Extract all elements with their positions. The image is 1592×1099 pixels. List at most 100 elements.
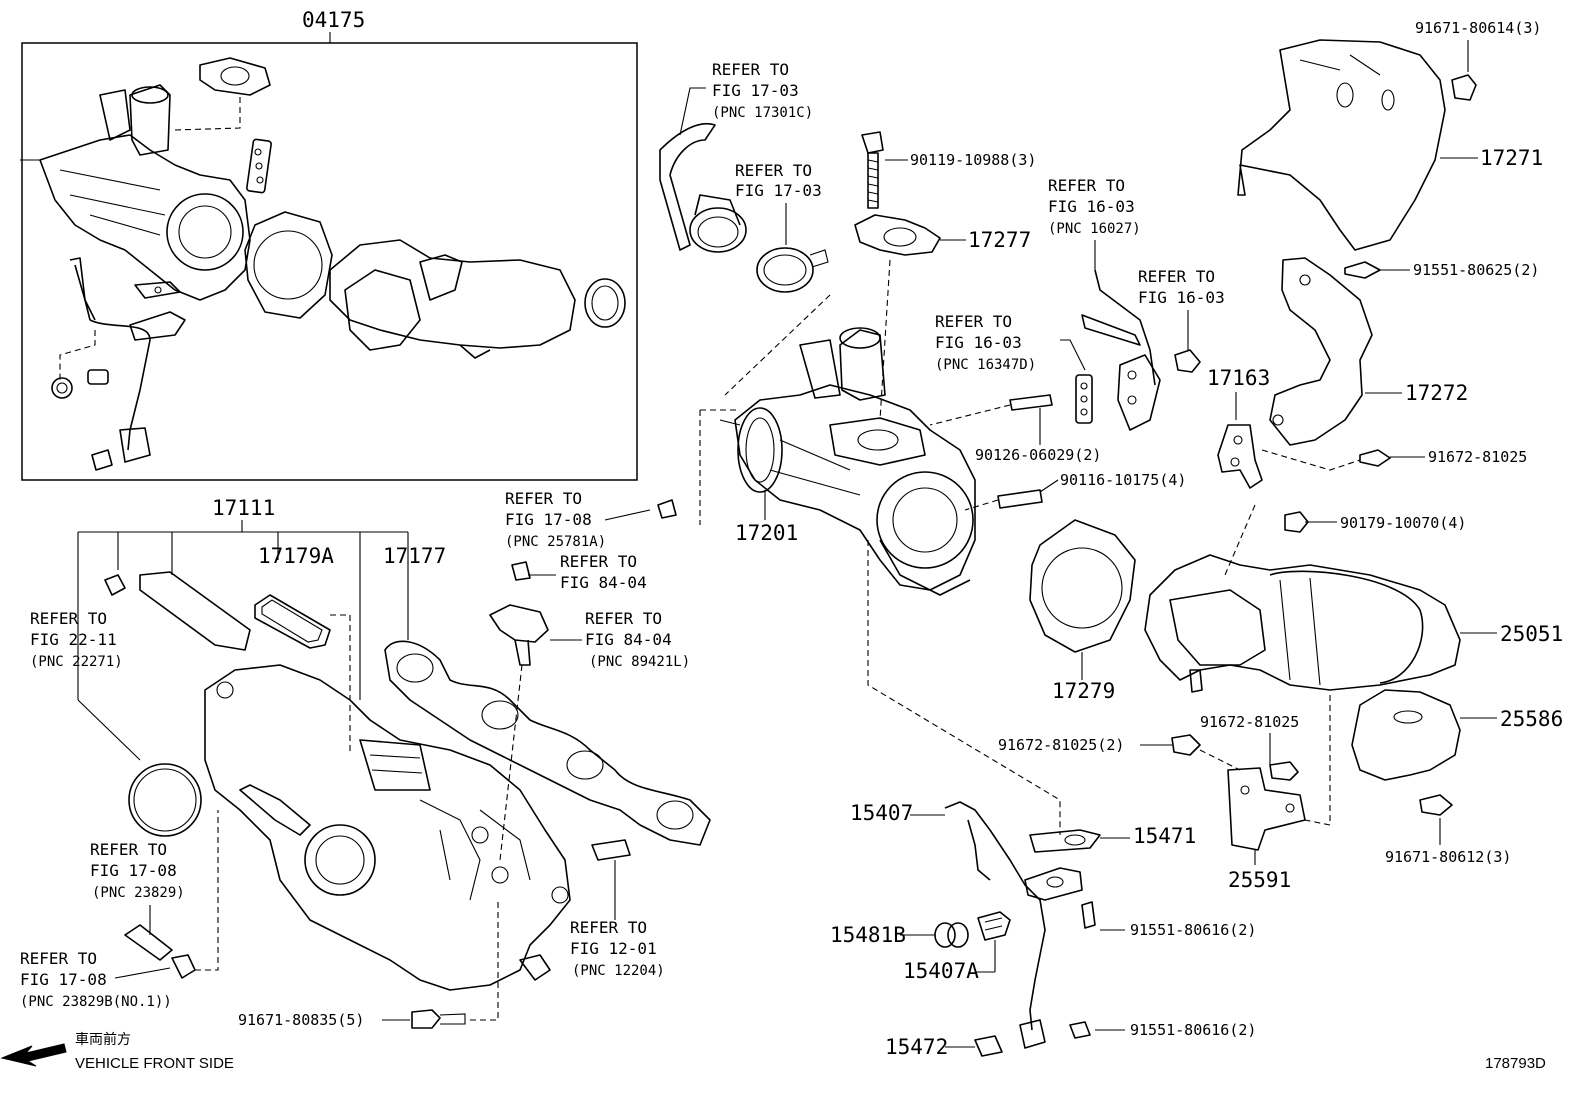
- part-label-25051[interactable]: 25051: [1500, 622, 1563, 646]
- reference-25781A[interactable]: REFER TO FIG 17-08 (PNC 25781A): [505, 489, 606, 550]
- svg-text:REFER TO: REFER TO: [30, 609, 107, 628]
- svg-text:REFER TO: REFER TO: [560, 552, 637, 571]
- left-arrow-icon: [0, 1043, 67, 1067]
- svg-text:REFER TO: REFER TO: [1138, 267, 1215, 286]
- svg-text:(PNC 89421L): (PNC 89421L): [589, 654, 690, 670]
- bolt-icon-2: [1344, 261, 1381, 279]
- vehicle-front-indicator: 車両前方 VEHICLE FRONT SIDE: [0, 1031, 234, 1072]
- part-label-17271[interactable]: 17271: [1480, 146, 1543, 170]
- reference-12204[interactable]: REFER TO FIG 12-01 (PNC 12204): [570, 918, 665, 979]
- pipe-icon: [657, 499, 677, 519]
- bracket-17163-drawing: [1217, 424, 1263, 489]
- svg-text:REFER TO: REFER TO: [1048, 176, 1125, 195]
- fastener-91671-80835[interactable]: 91671-80835(5): [238, 1011, 364, 1029]
- svg-text:(PNC 23829): (PNC 23829): [92, 885, 185, 901]
- intake-manifold-drawing: [204, 664, 571, 991]
- heat-insulator-17272-drawing: [1269, 257, 1373, 446]
- fastener-91672-81025-c[interactable]: 91672-81025(2): [998, 736, 1124, 754]
- bolt-icon-7: [1081, 901, 1096, 929]
- reference-16027[interactable]: REFER TO FIG 16-03 (PNC 16027): [1048, 176, 1141, 237]
- svg-text:(PNC 22271): (PNC 22271): [30, 654, 123, 670]
- diagram-code: 178793D: [1485, 1055, 1546, 1072]
- svg-text:REFER TO: REFER TO: [735, 161, 812, 180]
- part-label-15481B[interactable]: 15481B: [830, 923, 906, 947]
- svg-text:車両前方: 車両前方: [75, 1031, 131, 1048]
- stud-icon: [1009, 394, 1053, 411]
- reference-fig-16-03[interactable]: REFER TO FIG 16-03: [1138, 267, 1225, 307]
- part-label-15407[interactable]: 15407: [850, 801, 913, 825]
- part-label-17277[interactable]: 17277: [968, 228, 1031, 252]
- part-label-04175[interactable]: 04175: [302, 8, 365, 32]
- reference-fig-17-03[interactable]: REFER TO FIG 17-03: [735, 161, 822, 200]
- svg-text:(PNC 23829B(NO.1)): (PNC 23829B(NO.1)): [20, 994, 172, 1010]
- fastener-91671-80612[interactable]: 91671-80612(3): [1385, 848, 1511, 866]
- svg-text:FIG 84-04: FIG 84-04: [560, 573, 647, 592]
- bolt-icon-8: [1069, 1021, 1091, 1039]
- svg-text:(PNC 16027): (PNC 16027): [1048, 221, 1141, 237]
- fastener-91671-80614[interactable]: 91671-80614(3): [1415, 19, 1541, 37]
- reference-fig-84-04[interactable]: REFER TO FIG 84-04: [560, 552, 647, 592]
- union-bolt-15407A-drawing: [977, 911, 1011, 941]
- hose-icon: [124, 924, 173, 961]
- reference-22271[interactable]: REFER TO FIG 22-11 (PNC 22271): [30, 609, 123, 670]
- svg-text:(PNC 12204): (PNC 12204): [572, 963, 665, 979]
- hose-clamp-drawing: [756, 247, 829, 293]
- part-label-17272[interactable]: 17272: [1405, 381, 1468, 405]
- fastener-91551-80616-a[interactable]: 91551-80616(2): [1130, 921, 1256, 939]
- svg-text:FIG 84-04: FIG 84-04: [585, 630, 672, 649]
- fastener-91551-80616-b[interactable]: 91551-80616(2): [1130, 1021, 1256, 1039]
- fastener-90119-10988[interactable]: 90119-10988(3): [910, 151, 1036, 169]
- sensor-drawing: [489, 604, 549, 666]
- svg-text:(PNC 17301C): (PNC 17301C): [712, 105, 813, 121]
- fastener-91672-81025-a[interactable]: 91672-81025: [1428, 448, 1527, 466]
- fastener-90116-10175[interactable]: 90116-10175(4): [1060, 471, 1186, 489]
- nut-icon: [1174, 349, 1201, 373]
- washer-15481B-drawing: [934, 922, 969, 948]
- part-label-25591[interactable]: 25591: [1228, 868, 1291, 892]
- part-label-17177[interactable]: 17177: [383, 544, 446, 568]
- plug-drawing: [591, 839, 631, 861]
- kit-box-04175: [21, 42, 638, 481]
- oil-pipe-bracket-drawing: [1081, 269, 1161, 431]
- part-label-15407A[interactable]: 15407A: [903, 959, 979, 983]
- part-label-17179A[interactable]: 17179A: [258, 544, 334, 568]
- stud-bolt-drawing: [861, 131, 884, 209]
- fastener-91672-81025-b[interactable]: 91672-81025: [1200, 713, 1299, 731]
- reference-16347D[interactable]: REFER TO FIG 16-03 (PNC 16347D): [935, 312, 1036, 373]
- part-label-17163[interactable]: 17163: [1207, 366, 1270, 390]
- fastener-90126-06029[interactable]: 90126-06029(2): [975, 446, 1101, 464]
- bolt-icon-4: [1419, 794, 1453, 816]
- svg-text:FIG 17-08: FIG 17-08: [20, 970, 107, 989]
- gasket-15472-icon: [974, 1035, 1003, 1057]
- intake-hose-drawing: [659, 123, 747, 253]
- part-label-25586[interactable]: 25586: [1500, 707, 1563, 731]
- bolt-icon-3: [1359, 449, 1391, 467]
- part-label-17201[interactable]: 17201: [735, 521, 798, 545]
- reference-23829B[interactable]: REFER TO FIG 17-08 (PNC 23829B(NO.1)): [20, 949, 172, 1010]
- insulator-25586-drawing: [1351, 689, 1461, 781]
- clip-icon: [171, 954, 196, 979]
- nut-icon-2: [1284, 511, 1309, 533]
- part-label-15472[interactable]: 15472: [885, 1035, 948, 1059]
- svg-text:FIG 17-08: FIG 17-08: [505, 510, 592, 529]
- fastener-91551-80625[interactable]: 91551-80625(2): [1413, 261, 1539, 279]
- svg-text:(PNC 16347D): (PNC 16347D): [935, 357, 1036, 373]
- reference-17301C[interactable]: REFER TO FIG 17-03 (PNC 17301C): [712, 60, 813, 121]
- stud-icon-2: [997, 489, 1043, 509]
- svg-text:FIG 16-03: FIG 16-03: [1048, 197, 1135, 216]
- svg-text:FIG 16-03: FIG 16-03: [935, 333, 1022, 352]
- gaskets-drawing: [139, 571, 711, 846]
- svg-text:FIG 22-11: FIG 22-11: [30, 630, 117, 649]
- svg-text:REFER TO: REFER TO: [585, 609, 662, 628]
- fastener-90179-10070[interactable]: 90179-10070(4): [1340, 514, 1466, 532]
- part-label-17279[interactable]: 17279: [1052, 679, 1115, 703]
- svg-text:(PNC 25781A): (PNC 25781A): [505, 534, 606, 550]
- heat-insulator-17271-drawing: [1237, 39, 1446, 251]
- part-label-15471[interactable]: 15471: [1133, 824, 1196, 848]
- reference-23829[interactable]: REFER TO FIG 17-08 (PNC 23829): [90, 840, 185, 901]
- part-label-17111[interactable]: 17111: [212, 496, 275, 520]
- svg-text:FIG 17-03: FIG 17-03: [735, 181, 822, 200]
- reference-89421L[interactable]: REFER TO FIG 84-04 (PNC 89421L): [585, 609, 690, 670]
- catalytic-converter-25051-drawing: [1144, 554, 1461, 693]
- bolt-icon-9: [104, 574, 126, 596]
